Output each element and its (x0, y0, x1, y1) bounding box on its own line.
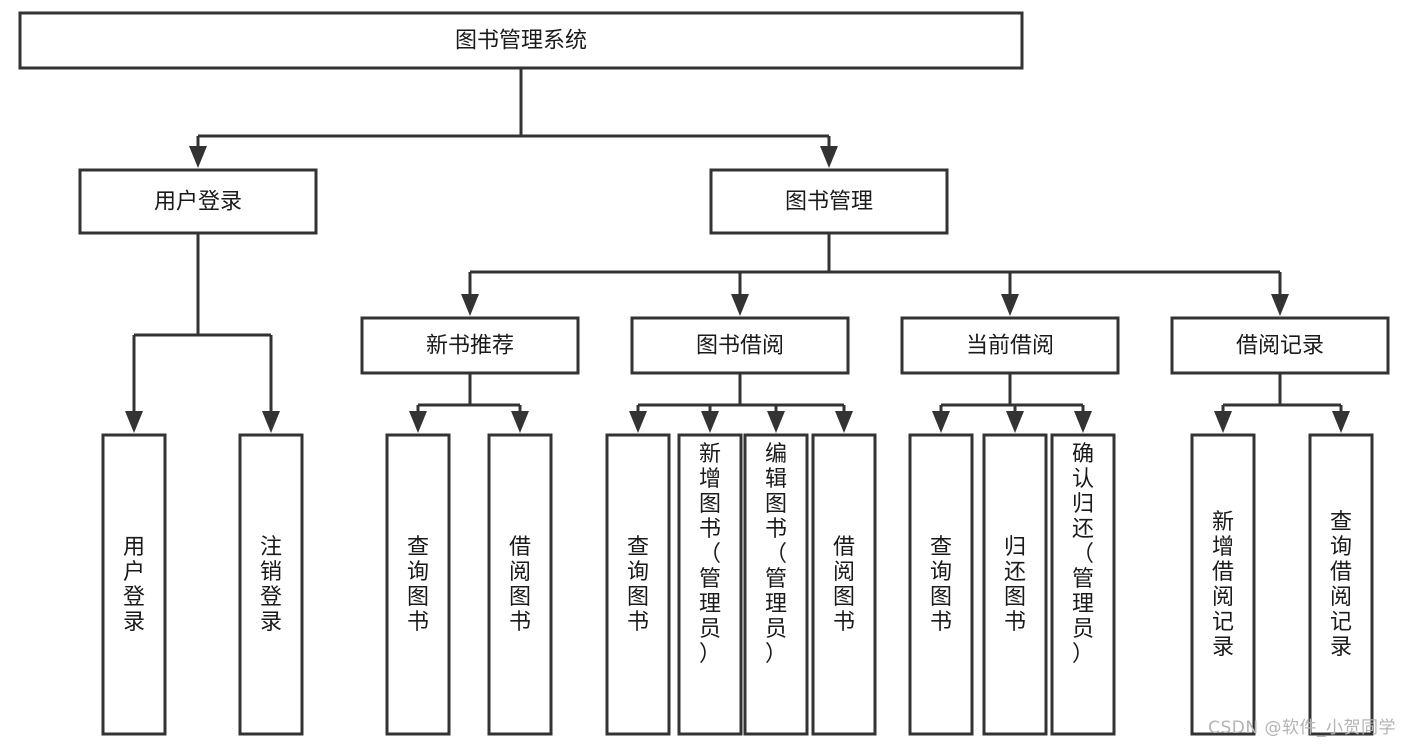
node-submodule-book-borrow[interactable]: 图书借阅 (630, 316, 850, 375)
node-function-leaf-query-book-3[interactable]: 查询图书 (908, 433, 974, 736)
arrow-head (1074, 411, 1092, 433)
node-submodule-new-book-rec[interactable]: 新书推荐 (360, 316, 580, 375)
node-function-leaf-query-book-3-box[interactable] (908, 433, 974, 736)
node-function-leaf-add-record[interactable]: 新增借阅记录 (1190, 433, 1256, 736)
node-function-leaf-user-logout[interactable]: 注销登录 (238, 433, 304, 736)
node-function-leaf-confirm-return[interactable]: 确认归还（管理员） (1050, 433, 1116, 736)
csdn-watermark: CSDN @软件_小贺同学 (1208, 718, 1396, 738)
node-function-leaf-borrow-book-1[interactable]: 借阅图书 (487, 433, 553, 736)
node-module-user-login[interactable]: 用户登录 (78, 168, 318, 235)
node-function-leaf-edit-book[interactable]: 编辑图书（管理员） (743, 433, 809, 736)
arrow-head (932, 411, 950, 433)
node-submodule-new-book-rec-label: 新书推荐 (426, 334, 514, 359)
node-function-leaf-query-book-1-box[interactable] (385, 433, 451, 736)
arrow-head (189, 146, 207, 168)
node-function-leaf-query-record-box[interactable] (1308, 433, 1374, 736)
node-function-leaf-borrow-book-1-label: 借阅图书 (509, 535, 531, 635)
node-function-leaf-query-book-2-box[interactable] (605, 433, 671, 736)
node-function-leaf-add-book[interactable]: 新增图书（管理员） (677, 433, 743, 736)
node-function-leaf-return-book[interactable]: 归还图书 (982, 433, 1048, 736)
node-function-leaf-borrow-book-2-box[interactable] (811, 433, 877, 736)
node-submodule-borrow-record-label: 借阅记录 (1236, 334, 1324, 359)
node-function-leaf-edit-book-box[interactable] (743, 433, 809, 736)
node-function-leaf-user-logout-label: 注销登录 (260, 535, 282, 635)
node-function-leaf-query-book-2-label: 查询图书 (627, 535, 649, 635)
node-submodule-current-borrow-box[interactable] (900, 316, 1120, 375)
arrow-head (1214, 411, 1232, 433)
arrow-head (1332, 411, 1350, 433)
node-submodule-book-borrow-box[interactable] (630, 316, 850, 375)
arrow-head (731, 294, 749, 316)
node-function-leaf-borrow-book-1-box[interactable] (487, 433, 553, 736)
connectors-layer (125, 68, 1350, 433)
arrow-head (701, 411, 719, 433)
node-function-leaf-return-book-box[interactable] (982, 433, 1048, 736)
node-submodule-current-borrow[interactable]: 当前借阅 (900, 316, 1120, 375)
node-function-leaf-query-record[interactable]: 查询借阅记录 (1308, 433, 1374, 736)
node-submodule-borrow-record[interactable]: 借阅记录 (1170, 316, 1390, 375)
node-function-leaf-user-login-box[interactable] (101, 433, 167, 736)
node-submodule-book-borrow-label: 图书借阅 (696, 334, 784, 359)
node-function-leaf-query-book-2[interactable]: 查询图书 (605, 433, 671, 736)
node-module-user-login-label: 用户登录 (154, 190, 242, 215)
arrow-head (629, 411, 647, 433)
node-function-leaf-edit-book-label: 编辑图书（管理员） (765, 442, 787, 667)
node-function-leaf-add-book-box[interactable] (677, 433, 743, 736)
node-function-leaf-user-login[interactable]: 用户登录 (101, 433, 167, 736)
arrow-head (820, 146, 838, 168)
arrow-head (1006, 411, 1024, 433)
node-function-leaf-query-book-1[interactable]: 查询图书 (385, 433, 451, 736)
arrow-head (835, 411, 853, 433)
arrow-head (461, 294, 479, 316)
arrow-head (409, 411, 427, 433)
node-function-leaf-borrow-book-2[interactable]: 借阅图书 (811, 433, 877, 736)
node-function-leaf-add-record-box[interactable] (1190, 433, 1256, 736)
arrow-head (767, 411, 785, 433)
node-function-leaf-query-record-label: 查询借阅记录 (1330, 510, 1352, 660)
node-function-leaf-query-book-1-label: 查询图书 (407, 535, 429, 635)
node-submodule-current-borrow-label: 当前借阅 (966, 334, 1054, 359)
arrow-head (1271, 294, 1289, 316)
node-module-book-manage[interactable]: 图书管理 (709, 168, 949, 235)
arrow-head (511, 411, 529, 433)
node-function-leaf-user-login-label: 用户登录 (123, 535, 145, 635)
node-function-leaf-return-book-label: 归还图书 (1004, 535, 1026, 635)
node-module-book-manage-box[interactable] (709, 168, 949, 235)
node-submodule-borrow-record-box[interactable] (1170, 316, 1390, 375)
node-root-root[interactable]: 图书管理系统 (18, 11, 1024, 70)
node-submodule-new-book-rec-box[interactable] (360, 316, 580, 375)
arrow-head (262, 411, 280, 433)
node-function-leaf-add-record-label: 新增借阅记录 (1212, 510, 1234, 660)
node-function-leaf-query-book-3-label: 查询图书 (930, 535, 952, 635)
node-function-leaf-user-logout-box[interactable] (238, 433, 304, 736)
node-module-user-login-box[interactable] (78, 168, 318, 235)
arrow-head (1001, 294, 1019, 316)
node-root-root-label: 图书管理系统 (455, 29, 587, 54)
node-function-leaf-borrow-book-2-label: 借阅图书 (833, 535, 855, 635)
node-function-leaf-confirm-return-box[interactable] (1050, 433, 1116, 736)
node-function-leaf-confirm-return-label: 确认归还（管理员） (1072, 442, 1094, 667)
node-root-root-box[interactable] (18, 11, 1024, 70)
node-function-leaf-add-book-label: 新增图书（管理员） (699, 442, 721, 667)
node-module-book-manage-label: 图书管理 (785, 190, 873, 215)
arrow-head (125, 411, 143, 433)
nodes-layer: 图书管理系统用户登录图书管理新书推荐图书借阅当前借阅借阅记录用户登录注销登录查询… (18, 11, 1390, 736)
